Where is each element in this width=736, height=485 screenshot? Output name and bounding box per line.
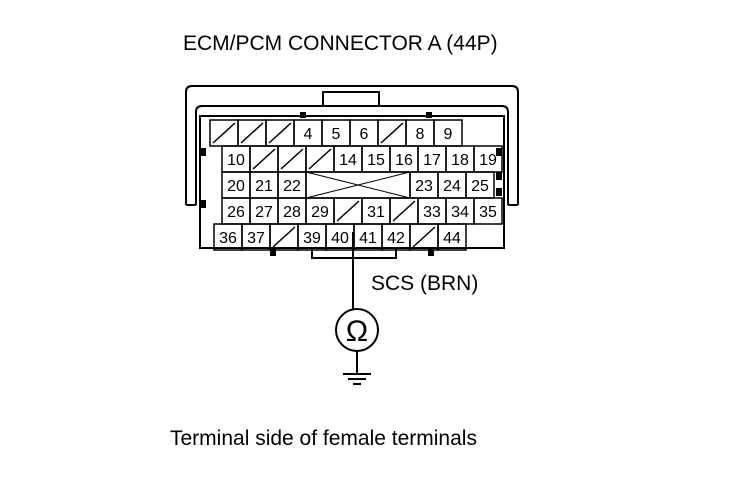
terminal-number: 18 xyxy=(451,152,469,169)
terminal-40: 40 xyxy=(325,223,355,251)
terminal-10: 10 xyxy=(221,145,251,173)
terminal-number: 31 xyxy=(367,204,385,221)
terminal-29: 29 xyxy=(305,197,335,225)
unused-slash xyxy=(252,148,276,170)
terminal-21: 21 xyxy=(249,171,279,199)
terminal-number: 27 xyxy=(255,204,273,221)
terminal-number: 34 xyxy=(451,204,469,221)
terminal-number: 17 xyxy=(423,152,441,169)
terminal-blank xyxy=(389,197,419,225)
unused-slash xyxy=(412,226,436,248)
ground-icon xyxy=(343,373,371,385)
diagram-title: ECM/PCM CONNECTOR A (44P) xyxy=(183,32,498,55)
terminal-39: 39 xyxy=(297,223,327,251)
terminal-blank xyxy=(277,145,307,173)
ohm-symbol: Ω xyxy=(346,315,368,348)
terminal-27: 27 xyxy=(249,197,279,225)
terminal-number: 8 xyxy=(416,126,425,143)
terminal-number: 23 xyxy=(415,178,433,195)
terminal-23: 23 xyxy=(409,171,439,199)
terminal-26: 26 xyxy=(221,197,251,225)
terminal-9: 9 xyxy=(433,119,463,147)
unused-slash xyxy=(392,200,416,222)
terminal-17: 17 xyxy=(417,145,447,173)
blank-block xyxy=(305,171,411,199)
terminal-blank xyxy=(269,223,299,251)
terminal-31: 31 xyxy=(361,197,391,225)
terminal-number: 25 xyxy=(471,178,489,195)
terminal-36: 36 xyxy=(213,223,243,251)
unused-slash xyxy=(380,122,404,144)
unused-slash xyxy=(240,122,264,144)
terminal-number: 28 xyxy=(283,204,301,221)
terminal-number: 40 xyxy=(331,230,349,247)
terminal-number: 37 xyxy=(247,230,265,247)
terminal-number: 5 xyxy=(332,126,341,143)
wire-label: SCS (BRN) xyxy=(371,272,478,295)
terminal-34: 34 xyxy=(445,197,475,225)
terminal-number: 14 xyxy=(339,152,357,169)
terminal-6: 6 xyxy=(349,119,379,147)
terminal-number: 42 xyxy=(387,230,405,247)
terminal-blank xyxy=(209,119,239,147)
unused-slash xyxy=(272,226,296,248)
terminal-41: 41 xyxy=(353,223,383,251)
terminal-grid: 4 5 6 8 9 10 14 15 16 17 18 19 20 21 22 23 24 25 26 27 28 29 3… xyxy=(209,119,503,251)
terminal-number: 16 xyxy=(395,152,413,169)
terminal-number: 24 xyxy=(443,178,461,195)
locking-tab xyxy=(322,91,380,107)
terminal-blank xyxy=(249,145,279,173)
terminal-14: 14 xyxy=(333,145,363,173)
terminal-blank xyxy=(305,145,335,173)
terminal-22: 22 xyxy=(277,171,307,199)
terminal-number: 20 xyxy=(227,178,245,195)
terminal-5: 5 xyxy=(321,119,351,147)
terminal-28: 28 xyxy=(277,197,307,225)
unused-slash xyxy=(280,148,304,170)
terminal-35: 35 xyxy=(473,197,503,225)
terminal-16: 16 xyxy=(389,145,419,173)
terminal-33: 33 xyxy=(417,197,447,225)
terminal-24: 24 xyxy=(437,171,467,199)
side-locks xyxy=(200,112,502,256)
unused-slash xyxy=(336,200,360,222)
terminal-number: 41 xyxy=(359,230,377,247)
diagram-caption: Terminal side of female terminals xyxy=(170,427,477,450)
terminal-blank xyxy=(237,119,267,147)
terminal-number: 4 xyxy=(304,126,313,143)
terminal-44: 44 xyxy=(437,223,467,251)
terminal-blank xyxy=(409,223,439,251)
terminal-number: 10 xyxy=(227,152,245,169)
terminal-number: 26 xyxy=(227,204,245,221)
terminal-number: 33 xyxy=(423,204,441,221)
terminal-20: 20 xyxy=(221,171,251,199)
terminal-number: 44 xyxy=(443,230,461,247)
terminal-number: 35 xyxy=(479,204,497,221)
terminal-4: 4 xyxy=(293,119,323,147)
terminal-25: 25 xyxy=(465,171,495,199)
terminal-15: 15 xyxy=(361,145,391,173)
terminal-blank xyxy=(265,119,295,147)
terminal-18: 18 xyxy=(445,145,475,173)
terminal-number: 6 xyxy=(360,126,369,143)
terminal-blank xyxy=(333,197,363,225)
terminal-number: 9 xyxy=(444,126,453,143)
terminal-number: 22 xyxy=(283,178,301,195)
terminal-number: 19 xyxy=(479,152,497,169)
terminal-number: 21 xyxy=(255,178,273,195)
terminal-8: 8 xyxy=(405,119,435,147)
terminal-number: 39 xyxy=(303,230,321,247)
unused-slash xyxy=(212,122,236,144)
terminal-37: 37 xyxy=(241,223,271,251)
terminal-blank xyxy=(377,119,407,147)
terminal-number: 36 xyxy=(219,230,237,247)
terminal-number: 15 xyxy=(367,152,385,169)
unused-slash xyxy=(308,148,332,170)
terminal-number: 29 xyxy=(311,204,329,221)
unused-slash xyxy=(268,122,292,144)
terminal-42: 42 xyxy=(381,223,411,251)
ohmmeter-icon: Ω xyxy=(335,308,379,352)
